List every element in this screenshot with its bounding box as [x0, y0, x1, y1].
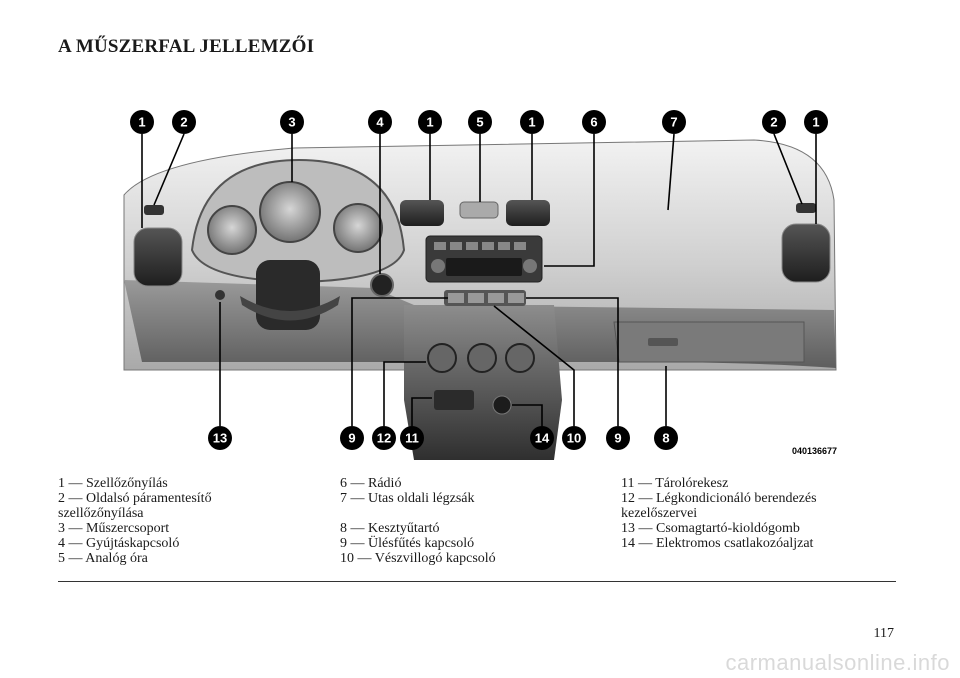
speedometer-gauge [259, 181, 321, 243]
right-demister-vent [796, 203, 816, 213]
instrument-cluster [190, 158, 406, 330]
right-air-vent [781, 223, 831, 283]
callout: 1 [130, 110, 154, 134]
legend-column-1: 1 — Szellőzőnyílás 2 — Oldalsó páramente… [58, 476, 340, 566]
analog-clock [459, 201, 499, 219]
legend-item: 4 — Gyújtáskapcsoló [58, 536, 180, 551]
legend-item: 10 — Vészvillogó kapcsoló [340, 551, 496, 566]
legend-item: 3 — Műszercsoport [58, 521, 170, 536]
legend-item: 8 — Kesztyűtartó [340, 521, 440, 536]
svg-text:1: 1 [138, 115, 145, 130]
legend-item: 5 — Analóg óra [58, 551, 148, 566]
callout: 1 [804, 110, 828, 134]
leader-lines [141, 133, 817, 426]
tachometer-gauge [207, 205, 257, 255]
svg-text:12: 12 [377, 431, 391, 446]
callout: 7 [662, 110, 686, 134]
svg-text:6: 6 [590, 115, 597, 130]
svg-text:11: 11 [405, 431, 419, 446]
callout: 6 [582, 110, 606, 134]
callout: 8 [654, 426, 678, 450]
callout: 4 [368, 110, 392, 134]
legend-item [340, 506, 621, 521]
svg-text:5: 5 [476, 115, 483, 130]
storage-bin [434, 390, 474, 410]
radio-unit [425, 235, 543, 283]
callout: 2 [762, 110, 786, 134]
callout: 13 [208, 426, 232, 450]
svg-text:8: 8 [662, 431, 669, 446]
callout: 12 [372, 426, 396, 450]
svg-text:4: 4 [376, 115, 384, 130]
legend-item: 12 — Légkondicionáló berendezés [621, 491, 817, 506]
fuel-gauge [333, 203, 383, 253]
callout: 11 [400, 426, 424, 450]
legend-item: 14 — Elektromos csatlakozóaljzat [621, 536, 814, 551]
legend-column-3: 11 — Tárolórekesz 12 — Légkondicionáló b… [621, 476, 896, 566]
svg-text:9: 9 [614, 431, 621, 446]
center-right-air-vent [506, 200, 550, 226]
page-title: A MŰSZERFAL JELLEMZŐI [58, 36, 315, 57]
callout: 9 [340, 426, 364, 450]
legend-item: 11 — Tárolórekesz [621, 476, 729, 491]
callout: 5 [468, 110, 492, 134]
svg-text:1: 1 [812, 115, 819, 130]
left-demister-vent [144, 205, 164, 215]
watermark: carmanualsonline.info [725, 650, 950, 675]
legend-item: 7 — Utas oldali légzsák [340, 491, 475, 506]
svg-text:1: 1 [528, 115, 535, 130]
callout: 1 [418, 110, 442, 134]
svg-text:7: 7 [670, 115, 677, 130]
trunk-release-button [215, 290, 225, 300]
power-outlet [492, 395, 512, 415]
ignition-switch [370, 273, 394, 297]
legend-item: kezelőszervei [621, 506, 698, 521]
legend: 1 — Szellőzőnyílás 2 — Oldalsó páramente… [58, 476, 896, 566]
callout: 1 [520, 110, 544, 134]
legend-item: szellőzőnyílása [58, 506, 144, 521]
air-vents [133, 200, 831, 287]
left-air-vent [133, 227, 183, 287]
callouts-top: 1 2 3 4 1 5 1 6 7 2 1 [130, 110, 828, 134]
svg-text:14: 14 [535, 431, 550, 446]
center-left-air-vent [400, 200, 444, 226]
svg-text:2: 2 [770, 115, 777, 130]
legend-item: 2 — Oldalsó páramentesítő [58, 491, 212, 506]
svg-text:13: 13 [213, 431, 227, 446]
legend-item: 9 — Ülésfűtés kapcsoló [340, 536, 475, 551]
svg-text:10: 10 [567, 431, 581, 446]
svg-text:3: 3 [288, 115, 295, 130]
callout: 14 [530, 426, 554, 450]
legend-item [621, 551, 896, 566]
legend-item: 13 — Csomagtartó-kioldógomb [621, 521, 800, 536]
callout: 2 [172, 110, 196, 134]
legend-divider [58, 581, 896, 582]
glove-box [613, 321, 805, 363]
climate-controls [427, 343, 535, 373]
svg-text:2: 2 [180, 115, 187, 130]
svg-text:1: 1 [426, 115, 433, 130]
callout: 10 [562, 426, 586, 450]
callout: 3 [280, 110, 304, 134]
callouts-bottom: 13 9 12 11 14 10 9 8 [208, 426, 678, 450]
legend-item: 6 — Rádió [340, 476, 402, 491]
dashboard-figure: 1 2 3 4 1 5 1 6 7 2 1 13 9 12 11 14 10 9… [114, 100, 846, 460]
switch-bank [444, 290, 526, 306]
legend-item: 1 — Szellőzőnyílás [58, 476, 168, 491]
image-code: 040136677 [792, 446, 837, 456]
svg-text:9: 9 [348, 431, 355, 446]
legend-column-2: 6 — Rádió 7 — Utas oldali légzsák 8 — Ke… [340, 476, 621, 566]
page-number: 117 [873, 626, 894, 641]
callout: 9 [606, 426, 630, 450]
dashboard-illustration: 1 2 3 4 1 5 1 6 7 2 1 13 9 12 11 14 10 9… [123, 110, 837, 460]
